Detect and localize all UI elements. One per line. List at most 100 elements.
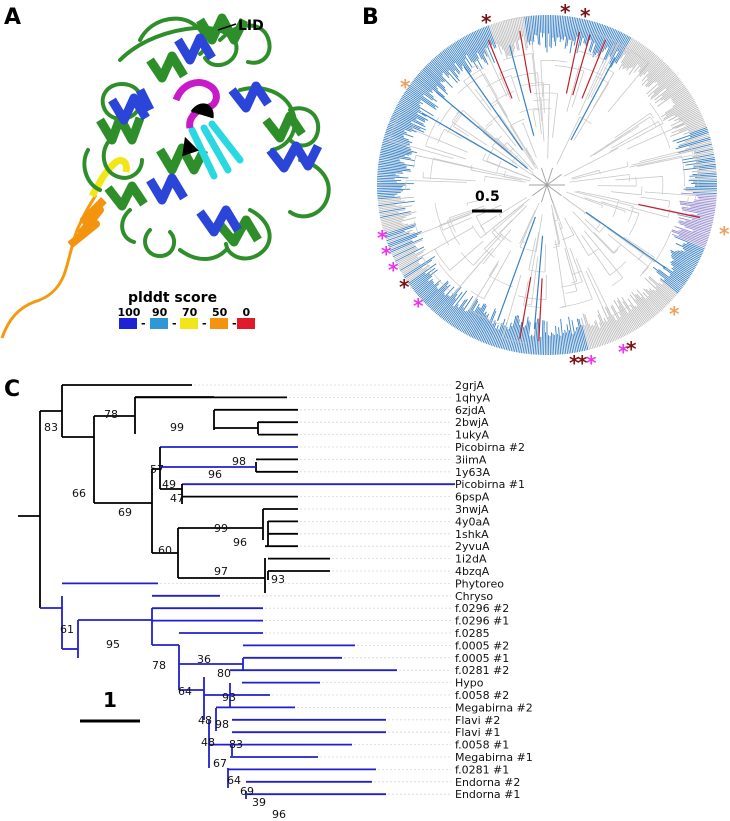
tree-c-leaf-label: 3iimA	[455, 453, 487, 466]
tree-b-leaf	[616, 297, 638, 330]
tree-c-leaf-label: 6zjdA	[455, 404, 486, 417]
tree-b-leaf	[571, 320, 579, 353]
tree-b-leaf	[387, 125, 407, 134]
tree-b-leaf	[621, 39, 636, 64]
tree-b-leaf	[674, 103, 697, 117]
tree-b-leaf	[670, 261, 692, 276]
tree-b-arc	[413, 155, 417, 168]
tree-b-leaf	[610, 35, 629, 68]
tree-b-leaf	[629, 294, 651, 321]
tree-b-leaf	[419, 279, 441, 299]
tree-b-leaf	[636, 289, 659, 315]
tree-c-bootstrap-value: 99	[170, 421, 184, 434]
tree-b-leaf	[468, 33, 483, 60]
tree-b-leaf	[481, 308, 496, 343]
tree-b-leaf	[677, 214, 713, 224]
tree-b-leaf	[682, 209, 715, 217]
tree-b-leaf	[581, 325, 589, 351]
tree-b-leaf	[524, 16, 529, 43]
plddt-legend-value: 70	[182, 306, 198, 319]
tree-b-leaf	[382, 140, 411, 149]
tree-b-leaf	[690, 206, 716, 212]
tree-b-leaf	[626, 44, 644, 69]
tree-b-branch	[490, 162, 532, 180]
tree-b-leaf	[481, 27, 490, 46]
tree-b-branch	[528, 16, 537, 84]
tree-b-leaf	[514, 18, 520, 41]
tree-b-leaf	[541, 15, 543, 38]
tree-b-leaf	[378, 204, 397, 208]
tree-b-branch	[551, 201, 559, 221]
tree-b-arc	[668, 200, 671, 208]
tree-b-leaf	[434, 296, 450, 314]
tree-b-leaf	[379, 209, 406, 215]
tree-b-leaf	[670, 251, 697, 267]
tree-b-leaf	[646, 70, 673, 95]
tree-b-leaf	[682, 157, 715, 164]
tree-b-leaf	[510, 315, 520, 352]
tree-b-branch	[607, 62, 649, 113]
tree-c-leaf-label: Endorna #1	[455, 788, 520, 801]
tree-b-leaf	[453, 310, 466, 328]
tree-b-marker-star: *	[400, 75, 411, 99]
tree-b-leaf	[385, 130, 405, 138]
tree-b-arc	[604, 67, 615, 74]
tree-b-branch	[421, 226, 474, 257]
tree-b-leaf	[677, 250, 700, 262]
tree-b-leaf	[618, 305, 635, 332]
tree-b-leaf	[669, 274, 685, 286]
tree-b-leaf	[680, 202, 716, 208]
tree-b-leaf	[551, 332, 553, 355]
tree-b-branch	[623, 236, 655, 258]
tree-c-leaf-label: f.0005 #2	[455, 639, 509, 652]
tree-c-leaf-label: 1i2dA	[455, 553, 487, 566]
tree-b-leaf	[396, 248, 426, 265]
tree-b-leaf	[641, 296, 657, 316]
plddt-legend-swatch	[119, 318, 137, 329]
tree-b-leaf	[622, 301, 641, 328]
tree-b-marker-star: *	[719, 222, 730, 246]
plddt-legend-swatch	[210, 318, 228, 329]
tree-b-branch	[502, 274, 522, 339]
tree-b-branch	[589, 130, 630, 158]
tree-b-branch	[528, 237, 537, 270]
tree-b-leaf	[432, 286, 455, 311]
tree-b-leaf	[683, 243, 704, 253]
tree-b-leaf	[604, 30, 620, 60]
tree-b-leaf	[424, 280, 449, 304]
tree-b-leaf	[527, 16, 532, 42]
tree-b-arc	[554, 65, 584, 72]
tree-b-leaf	[597, 26, 609, 54]
tree-b-long-branch	[585, 211, 666, 269]
tree-b-leaf	[531, 15, 535, 42]
tree-c-bootstrap-value: 96	[272, 808, 286, 821]
tree-b-leaf	[394, 109, 424, 125]
tree-b-leaf	[438, 53, 459, 78]
tree-b-leaf	[588, 323, 597, 348]
tree-b-leaf	[685, 160, 716, 166]
tree-b-leaf	[671, 267, 689, 280]
tree-b-leaf	[601, 305, 618, 341]
tree-b-leaf	[489, 24, 497, 45]
tree-b-leaf	[568, 316, 575, 353]
tree-b-leaf	[678, 109, 700, 121]
tree-b-leaf	[689, 174, 717, 177]
tree-b-branch	[485, 176, 527, 183]
tree-b-leaf	[407, 268, 428, 283]
tree-b-leaf	[387, 231, 422, 245]
tree-b-leaf	[648, 275, 675, 299]
tree-b-branch	[470, 169, 518, 180]
tree-b-leaf	[462, 303, 480, 334]
tree-b-leaf	[377, 196, 401, 200]
tree-b-leaf	[698, 198, 717, 201]
tree-b-branch	[499, 73, 512, 100]
tree-b-leaf	[684, 250, 701, 259]
tree-c-bootstrap-value: 67	[213, 757, 227, 770]
structure-orange-helix	[67, 197, 107, 249]
tree-b-leaf	[646, 60, 664, 78]
tree-b-branch	[542, 82, 545, 113]
tree-b-leaf	[697, 170, 717, 174]
panel-b-label: B	[362, 5, 379, 30]
tree-b-leaf	[494, 322, 503, 347]
tree-b-leaf	[683, 125, 707, 135]
